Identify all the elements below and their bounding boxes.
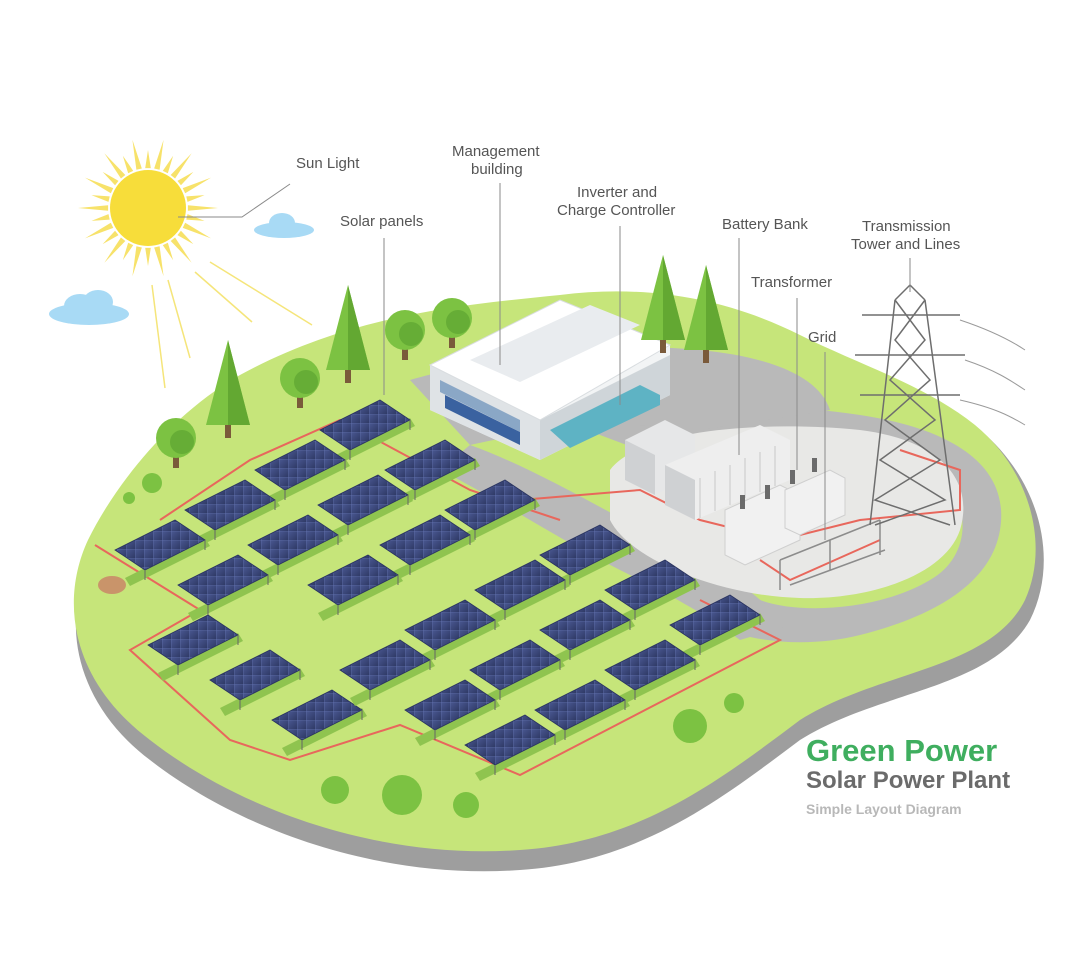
battery-bank-icon xyxy=(625,420,790,520)
solar-panel-icon xyxy=(307,554,403,621)
sun-ray xyxy=(102,230,119,245)
solar-panel-icon xyxy=(177,554,273,621)
transmission-tower-icon xyxy=(855,283,1026,526)
solar-panel-icon xyxy=(114,519,210,586)
sun-ray xyxy=(177,230,194,245)
sun-ray xyxy=(162,155,174,174)
sun-ray xyxy=(104,237,126,263)
solar-panel-array xyxy=(114,399,765,781)
tree-icon xyxy=(385,310,425,360)
solar-panel-icon xyxy=(147,614,243,681)
sun-ray xyxy=(132,139,142,170)
management-building-icon xyxy=(428,299,672,460)
sun-ray xyxy=(132,246,142,277)
sun-ray xyxy=(122,242,134,261)
solar-panel-icon xyxy=(247,514,343,581)
solar-panel-icon xyxy=(464,714,560,781)
cloud-icon xyxy=(49,213,314,325)
leader-lines xyxy=(178,183,911,540)
title-main: Green Power xyxy=(806,733,998,768)
sun-ray xyxy=(154,139,164,170)
sun-ray xyxy=(177,171,194,186)
tree-icon xyxy=(326,285,370,383)
bush-icon xyxy=(321,776,349,804)
sun-ray xyxy=(182,222,212,239)
sun-ray xyxy=(186,195,205,202)
solar-panel-icon xyxy=(184,479,280,546)
solar-panel-icon xyxy=(474,559,570,626)
solar-panel-icon xyxy=(384,439,480,506)
transformer-icon xyxy=(724,458,846,566)
sun-ray xyxy=(104,153,126,179)
tree-icon xyxy=(641,255,685,353)
sun-ray xyxy=(182,177,212,194)
sun-ray xyxy=(162,242,174,261)
solar-panel-icon xyxy=(319,399,415,466)
bush-icon xyxy=(382,775,422,815)
solar-panel-icon xyxy=(339,639,435,706)
sun-ray xyxy=(186,214,205,221)
label-inverter-line1: Inverter and xyxy=(577,184,658,201)
label-management-line1: Management xyxy=(452,143,540,160)
sun-ray xyxy=(91,195,110,202)
solar-panel-icon xyxy=(254,439,350,506)
sun-ray xyxy=(145,150,151,169)
sun-ray xyxy=(78,205,109,211)
sun-ray xyxy=(84,177,114,194)
sun-ray xyxy=(84,222,114,239)
tree-group xyxy=(98,255,744,818)
solar-panel-icon xyxy=(209,649,305,716)
tree-icon xyxy=(156,418,196,468)
solar-panel-icon xyxy=(404,599,500,666)
solar-panel-icon xyxy=(539,524,635,591)
label-grid: Grid xyxy=(808,329,837,346)
solar-panel-icon xyxy=(539,599,635,666)
title-small: Simple Layout Diagram xyxy=(806,801,962,817)
solar-panel-icon xyxy=(604,559,700,626)
label-transmission-line2: Tower and Lines xyxy=(851,236,961,253)
bush-icon xyxy=(724,693,744,713)
solar-panel-icon xyxy=(469,639,565,706)
tree-icon xyxy=(280,358,320,408)
solar-panel-icon xyxy=(317,474,413,541)
solar-panel-icon xyxy=(604,639,700,706)
title-sub: Solar Power Plant xyxy=(806,767,1011,794)
tree-icon xyxy=(684,265,728,363)
sun-ray xyxy=(122,155,134,174)
bush-icon xyxy=(142,473,162,493)
bush-icon xyxy=(673,709,707,743)
sun-ray xyxy=(170,153,192,179)
sun-ray xyxy=(154,246,164,277)
solar-panel-icon xyxy=(271,689,367,756)
label-management-line2: building xyxy=(471,161,523,178)
sun-ray xyxy=(187,205,218,211)
tree-icon xyxy=(432,298,472,348)
sun-icon xyxy=(78,139,313,389)
solar-panel-icon xyxy=(444,479,540,546)
label-transformer: Transformer xyxy=(751,274,833,291)
tree-icon xyxy=(206,340,250,438)
solar-panel-icon xyxy=(534,679,630,746)
solar-panel-icon xyxy=(669,594,765,661)
label-solar-panels: Solar panels xyxy=(340,213,424,230)
sun-ray xyxy=(170,237,192,263)
solar-panel-icon xyxy=(379,514,475,581)
label-battery-bank: Battery Bank xyxy=(722,216,808,233)
label-inverter-line2: Charge Controller xyxy=(557,202,676,219)
sun-ray xyxy=(102,171,119,186)
label-sun-light: Sun Light xyxy=(296,155,360,172)
label-transmission-line1: Transmission xyxy=(862,218,951,235)
sun-ray xyxy=(145,247,151,266)
rock-icon xyxy=(98,576,126,594)
bush-icon xyxy=(453,792,479,818)
grid-structure-icon xyxy=(779,519,886,590)
bush-icon xyxy=(123,492,135,504)
solar-panel-icon xyxy=(404,679,500,746)
sun-ray xyxy=(91,214,110,221)
